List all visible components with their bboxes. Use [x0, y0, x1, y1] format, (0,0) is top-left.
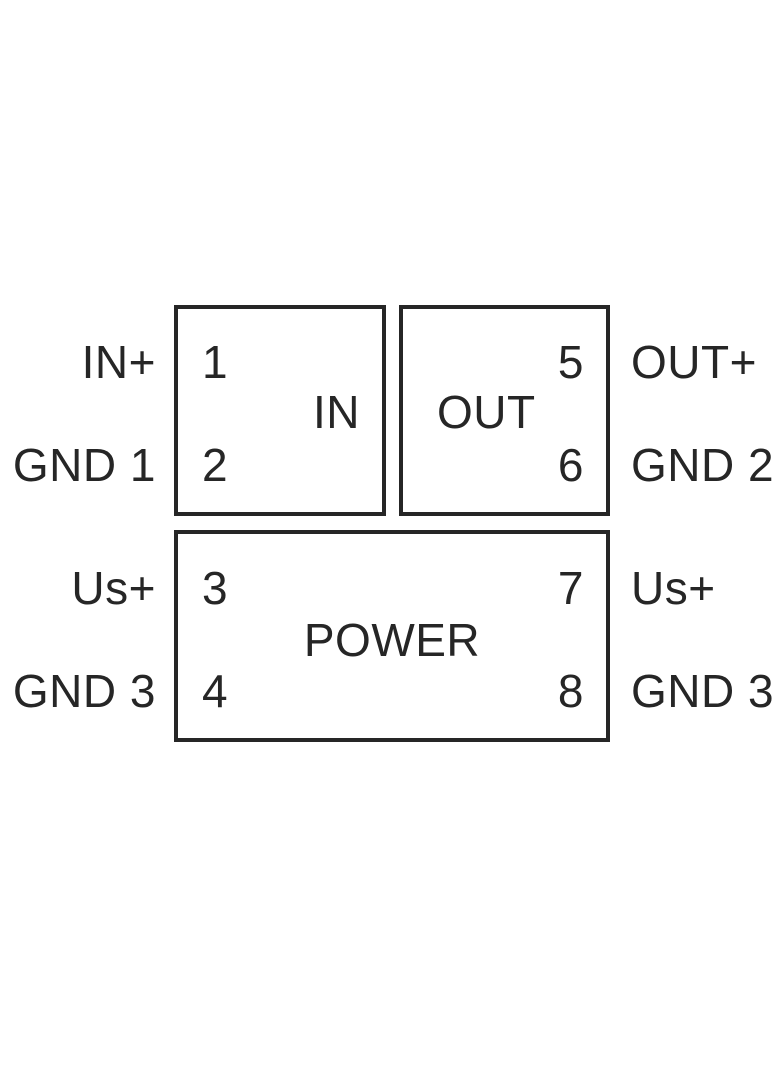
pin-7-terminal-label: Us+: [631, 562, 716, 614]
power-block-label: POWER: [303, 614, 481, 666]
pin-5-number: 5: [557, 336, 584, 388]
out-block-label: OUT: [437, 386, 536, 438]
pin-8-terminal-label: GND 3: [631, 665, 775, 717]
pin-4-terminal-label: GND 3: [12, 665, 156, 717]
pin-3-terminal-label: Us+: [71, 562, 156, 614]
pin-3-number: 3: [202, 562, 229, 614]
pin-5-terminal-label: OUT+: [631, 336, 757, 388]
pin-8-number: 8: [557, 665, 584, 717]
pin-2-number: 2: [202, 439, 229, 491]
pin-6-terminal-label: GND 2: [631, 439, 775, 491]
out-block-outline: [399, 305, 610, 516]
power-block-outline: [174, 530, 610, 742]
pin-1-terminal-label: IN+: [81, 336, 156, 388]
pin-6-number: 6: [557, 439, 584, 491]
pin-1-number: 1: [202, 336, 229, 388]
pin-7-number: 7: [557, 562, 584, 614]
pin-4-number: 4: [202, 665, 229, 717]
in-block-outline: [174, 305, 386, 516]
in-block-label: IN: [313, 386, 360, 438]
pin-2-terminal-label: GND 1: [12, 439, 156, 491]
